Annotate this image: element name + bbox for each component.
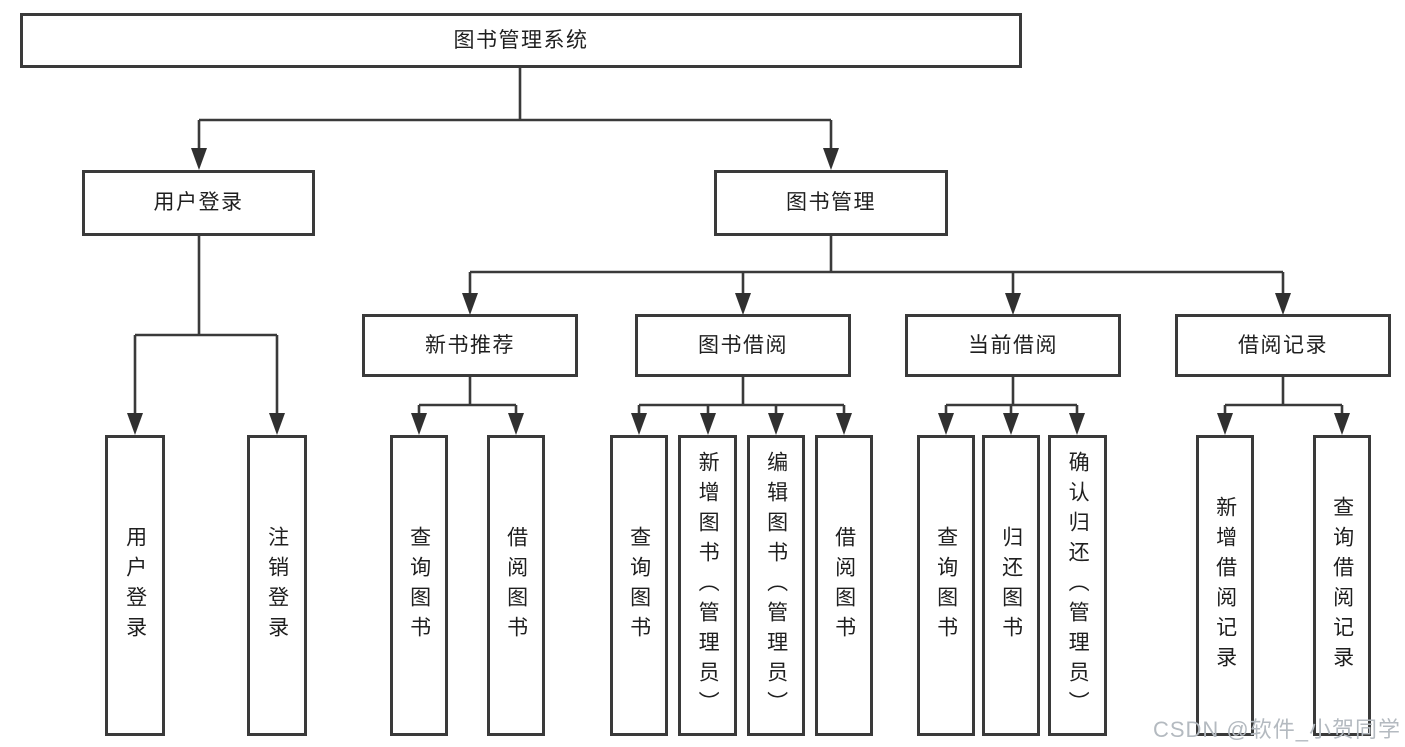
leaf-query-books-borrow: 查询图书 [610, 435, 668, 736]
arrow-down-icon [768, 413, 784, 435]
leaf-query-books-current: 查询图书 [917, 435, 975, 736]
arrow-down-icon [1005, 293, 1021, 315]
arrow-down-icons [127, 148, 1350, 435]
arrow-down-icon [1003, 413, 1019, 435]
leaf-confirm-return-admin: 确认归还（管理员） [1048, 435, 1107, 736]
node-borrow-record: 借阅记录 [1175, 314, 1391, 377]
leaf-return-books: 归还图书 [982, 435, 1040, 736]
leaf-add-books-admin: 新增图书（管理员） [678, 435, 737, 736]
arrow-down-icon [631, 413, 647, 435]
node-new-book-recommend: 新书推荐 [362, 314, 578, 377]
arrow-down-icon [735, 293, 751, 315]
arrow-down-icon [1069, 413, 1085, 435]
leaf-query-books-recommend: 查询图书 [390, 435, 448, 736]
node-current-borrow: 当前借阅 [905, 314, 1121, 377]
arrow-down-icon [269, 413, 285, 435]
leaf-borrow-books-recommend: 借阅图书 [487, 435, 545, 736]
leaf-borrow-books: 借阅图书 [815, 435, 873, 736]
node-book-management: 图书管理 [714, 170, 948, 236]
arrow-down-icon [938, 413, 954, 435]
arrow-down-icon [462, 293, 478, 315]
arrow-down-icon [1334, 413, 1350, 435]
arrow-down-icon [836, 413, 852, 435]
leaf-logout-login: 注销登录 [247, 435, 307, 736]
leaf-add-borrow-record: 新增借阅记录 [1196, 435, 1254, 736]
leaf-user-login: 用户登录 [105, 435, 165, 736]
csdn-watermark: CSDN @软件_小贺同学 [1152, 717, 1401, 742]
arrow-down-icon [823, 148, 839, 170]
arrow-down-icon [1217, 413, 1233, 435]
node-book-borrow: 图书借阅 [635, 314, 851, 377]
connector-edges [133, 68, 1344, 415]
node-user-login: 用户登录 [82, 170, 315, 236]
arrow-down-icon [411, 413, 427, 435]
arrow-down-icon [508, 413, 524, 435]
arrow-down-icon [1275, 293, 1291, 315]
leaf-query-borrow-record: 查询借阅记录 [1313, 435, 1371, 736]
leaf-edit-books-admin: 编辑图书（管理员） [747, 435, 805, 736]
arrow-down-icon [127, 413, 143, 435]
arrow-down-icon [700, 413, 716, 435]
arrow-down-icon [191, 148, 207, 170]
node-library-management-system: 图书管理系统 [20, 13, 1022, 68]
